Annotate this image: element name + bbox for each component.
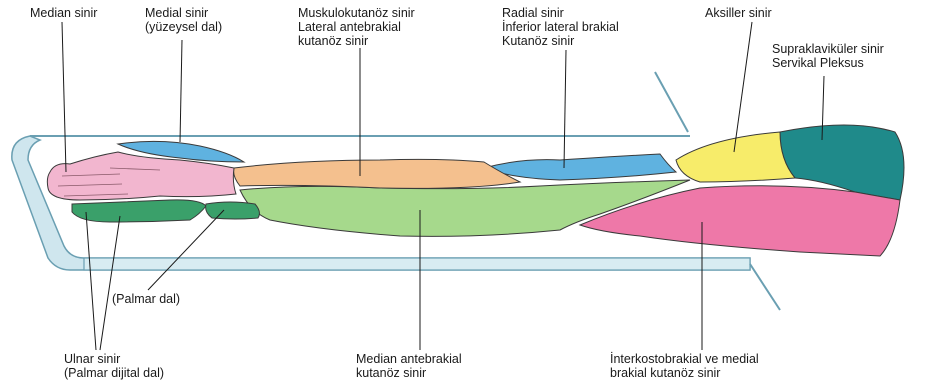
leader-palmar <box>148 210 224 290</box>
leader-medial-nerve <box>180 40 182 142</box>
label-axillary: Aksiller sinir <box>705 6 772 20</box>
label-musculocutaneous: Muskulokutanöz sinir Lateral antebrakial… <box>298 6 415 48</box>
leader-ulnar-b <box>100 216 120 350</box>
leader-axillary <box>734 22 752 152</box>
label-median-antebrachial: Median antebrakial kutanöz sinir <box>356 352 462 380</box>
board-front-face <box>84 258 750 270</box>
leader-radial <box>564 50 566 168</box>
arm-regions <box>47 125 904 256</box>
leader-median-nerve <box>62 22 66 172</box>
label-palmar-branch: (Palmar dal) <box>112 292 180 306</box>
region-ulnar-hand <box>72 200 206 222</box>
label-median-nerve: Median sinir <box>30 6 97 20</box>
leader-ulnar-a <box>86 212 96 350</box>
label-medial-nerve: Medial sinir (yüzeysel dal) <box>145 6 222 34</box>
label-ulnar-nerve: Ulnar sinir (Palmar dijital dal) <box>64 352 164 380</box>
label-radial: Radial sinir İnferior lateral brakial Ku… <box>502 6 619 48</box>
board-leg <box>750 264 780 310</box>
label-supraclavicular: Supraklaviküler sinir Servikal Pleksus <box>772 42 884 70</box>
region-radial <box>484 154 676 180</box>
board-back-post <box>655 72 688 132</box>
region-musculocutaneous <box>234 159 520 188</box>
label-intercostobrachial: İnterkostobrakial ve medial brakial kuta… <box>610 352 759 380</box>
region-palmar-branch <box>206 202 260 219</box>
